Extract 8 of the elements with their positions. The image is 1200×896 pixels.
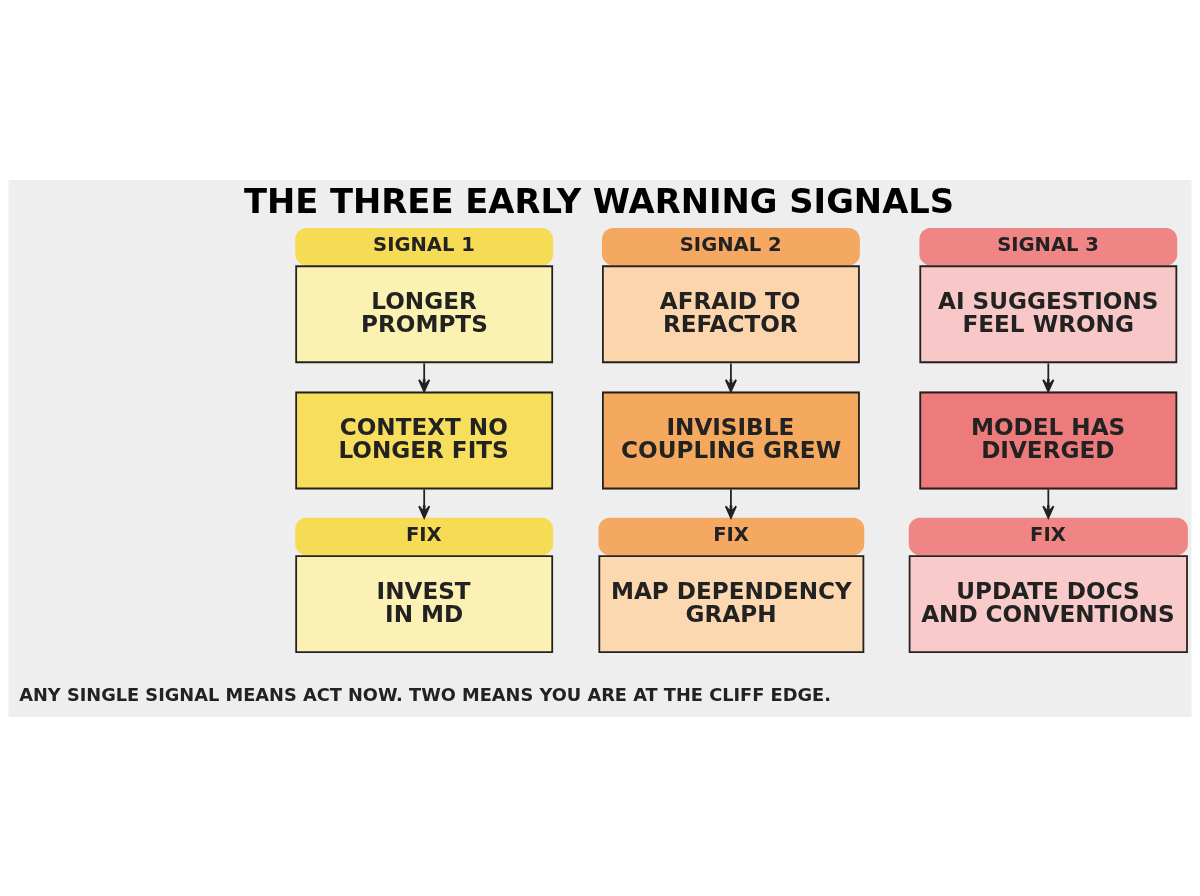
arrow [1042,488,1055,519]
caption: ANY SINGLE SIGNAL MEANS ACT NOW. TWO MEANS YOU ARE AT THE CLIFF EDGE. [19,683,831,705]
arrow [724,362,737,392]
arrow [1042,362,1055,392]
arrow [418,362,431,392]
arrow [418,488,431,519]
diagram-title: THE THREE EARLY WARNING SIGNALS [243,181,955,221]
arrow [724,488,737,519]
